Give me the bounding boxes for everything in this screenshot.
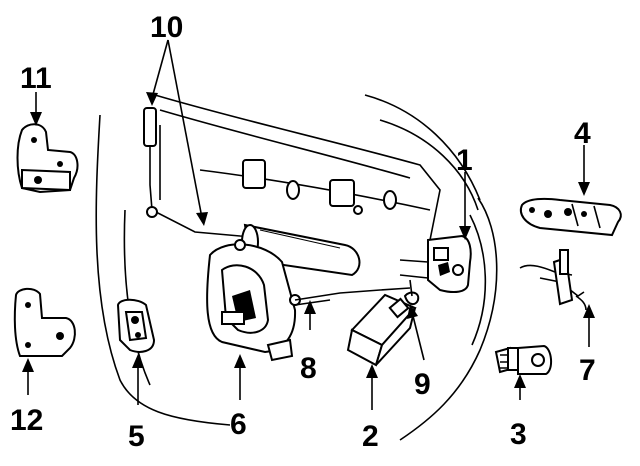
clip-9 (403, 279, 420, 306)
inside-handle-6 (206, 239, 301, 362)
door-panel-outline (95, 94, 498, 441)
callout-12: 12 (10, 404, 43, 437)
door-latch-1 (399, 234, 472, 294)
callout-9: 9 (414, 368, 431, 401)
outside-handle-4 (520, 197, 622, 237)
callout-8: 8 (300, 352, 317, 385)
upper-hinge-11 (16, 123, 79, 194)
callout-leaders (22, 39, 595, 410)
lock-actuator-2 (346, 293, 417, 367)
lock-rod-10 (143, 107, 331, 247)
callout-6: 6 (230, 408, 247, 441)
callout-3: 3 (510, 418, 527, 451)
callout-11: 11 (20, 62, 52, 95)
callout-2: 2 (362, 420, 379, 453)
inner-panel-openings (242, 159, 397, 215)
callout-1: 1 (456, 144, 473, 177)
rod-8 (294, 287, 411, 306)
striker-3 (494, 344, 552, 375)
callout-7: 7 (579, 354, 596, 387)
callout-5: 5 (128, 420, 145, 453)
lever-linkage-7 (519, 249, 587, 311)
callout-10: 10 (150, 11, 183, 44)
lower-hinge-12 (13, 287, 76, 357)
callout-4: 4 (574, 117, 591, 150)
handle-bezel-5 (116, 298, 156, 353)
